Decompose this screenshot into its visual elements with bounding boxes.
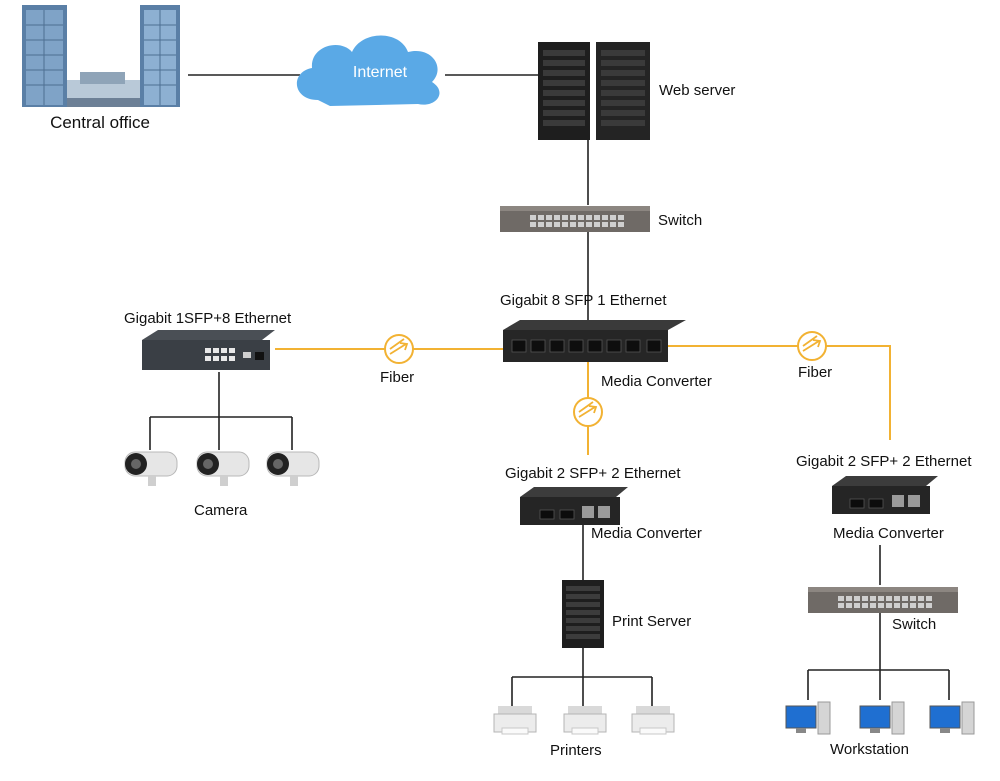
fiber-connector-icon-mid: [573, 397, 603, 427]
web-server-label: Web server: [659, 82, 736, 99]
fiber-right-label: Fiber: [798, 364, 833, 381]
print-server-label: Print Server: [612, 613, 692, 630]
fiber-connector-icon-right: [797, 331, 827, 361]
mid-media-converter-icon: [520, 487, 628, 525]
left-switch-model-label: Gigabit 1SFP+8 Ethernet: [124, 310, 292, 327]
printer-icon-2: [563, 706, 607, 735]
printers-label: Printers: [550, 742, 602, 759]
printer-icon-3: [631, 706, 675, 735]
workstation-label: Workstation: [830, 741, 909, 758]
copper-links: [149, 74, 950, 706]
mid-converter-model-label: Gigabit 2 SFP+ 2 Ethernet: [505, 465, 681, 482]
internet-cloud-icon: [296, 35, 440, 106]
main-media-converter-icon: [503, 320, 686, 362]
right-converter-name-label: Media Converter: [833, 525, 944, 542]
workstation-icon-2: [859, 701, 905, 735]
switch-top-icon: [500, 206, 650, 232]
workstation-icon-1: [785, 701, 831, 735]
web-server-icon: [538, 42, 650, 140]
right-converter-model-label: Gigabit 2 SFP+ 2 Ethernet: [796, 453, 972, 470]
switch-right-label: Switch: [892, 616, 937, 633]
camera-icon-1: [124, 451, 178, 486]
printer-icon-1: [493, 706, 537, 735]
camera-icon-3: [266, 451, 320, 486]
right-media-converter-icon: [832, 476, 938, 514]
central-office-icon: [22, 5, 180, 107]
workstation-icon-3: [929, 701, 975, 735]
internet-label: Internet: [352, 64, 408, 81]
camera-icon-2: [196, 451, 250, 486]
switch-top-label: Switch: [658, 212, 703, 229]
fiber-left-label: Fiber: [380, 369, 415, 386]
fiber-right: [668, 345, 891, 440]
left-switch-icon: [142, 330, 275, 370]
central-office-label: Central office: [50, 113, 150, 132]
main-converter-model-label: Gigabit 8 SFP 1 Ethernet: [500, 292, 667, 309]
main-converter-name-label: Media Converter: [601, 373, 712, 390]
camera-label: Camera: [194, 502, 248, 519]
print-server-icon: [562, 580, 604, 648]
switch-right-icon: [808, 587, 958, 613]
fiber-connector-icon-left: [384, 334, 414, 364]
mid-converter-name-label: Media Converter: [591, 525, 702, 542]
